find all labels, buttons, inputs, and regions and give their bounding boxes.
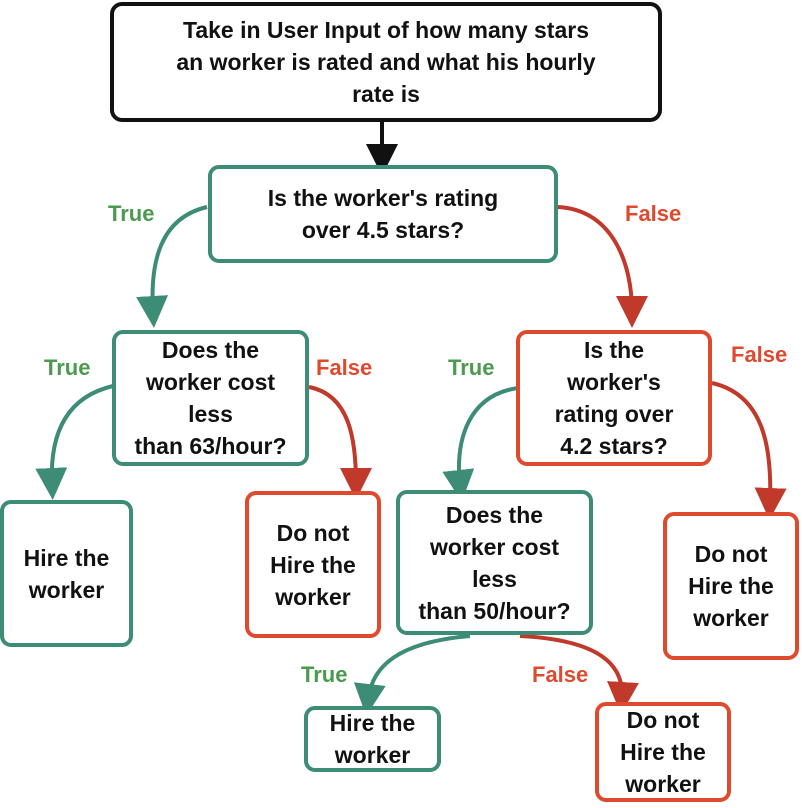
label-false-q2: False xyxy=(316,355,373,380)
decision-cost-63: Does the worker cost less than 63/hour? xyxy=(112,330,309,466)
label-true-q1: True xyxy=(108,201,155,226)
outcome-no-hire-1: Do not Hire the worker xyxy=(245,491,381,638)
arrow-q3-true xyxy=(442,386,519,502)
decision-rating-42: Is the worker's rating over 4.2 stars? xyxy=(516,330,712,466)
arrow-q4-false xyxy=(519,634,639,714)
arrow-q4-true xyxy=(353,634,471,716)
arrow-q2-true xyxy=(35,384,114,500)
decision-cost-63-text: Does the worker cost less than 63/hour? xyxy=(134,337,287,459)
outcome-no-hire-3: Do not Hire the worker xyxy=(595,702,731,802)
outcome-no-hire-1-text: Do not Hire the worker xyxy=(270,519,356,610)
arrow-q2-false xyxy=(308,385,372,500)
label-false-q4: False xyxy=(532,662,589,687)
arrow-q1-false xyxy=(557,205,648,328)
outcome-no-hire-3-text: Do not Hire the worker xyxy=(620,707,706,797)
label-true-q2: True xyxy=(44,355,91,380)
outcome-hire-1-text: Hire the worker xyxy=(23,544,110,603)
decision-cost-50-text: Does the worker cost less than 50/hour? xyxy=(418,501,571,624)
arrow-q3-false xyxy=(711,381,787,520)
label-false-q3: False xyxy=(731,342,788,367)
outcome-no-hire-2-text: Do not Hire the worker xyxy=(688,541,774,631)
outcome-no-hire-2: Do not Hire the worker xyxy=(663,512,799,660)
decision-rating-45-text: Is the worker's rating over 4.5 stars? xyxy=(267,185,499,243)
start-node-text: Take in User Input of how many stars an … xyxy=(176,17,596,107)
decision-cost-50: Does the worker cost less than 50/hour? xyxy=(396,490,593,635)
decision-rating-42-text: Is the worker's rating over 4.2 stars? xyxy=(554,337,674,459)
label-false-q1: False xyxy=(625,201,682,226)
arrow-q1-true xyxy=(136,205,208,328)
outcome-hire-1: Hire the worker xyxy=(0,500,133,647)
outcome-hire-2: Hire the worker xyxy=(304,706,441,772)
start-node: Take in User Input of how many stars an … xyxy=(110,2,662,122)
decision-rating-45: Is the worker's rating over 4.5 stars? xyxy=(208,165,558,263)
outcome-hire-2-text: Hire the worker xyxy=(329,710,416,768)
label-true-q3: True xyxy=(448,355,495,380)
label-true-q4: True xyxy=(301,662,348,687)
